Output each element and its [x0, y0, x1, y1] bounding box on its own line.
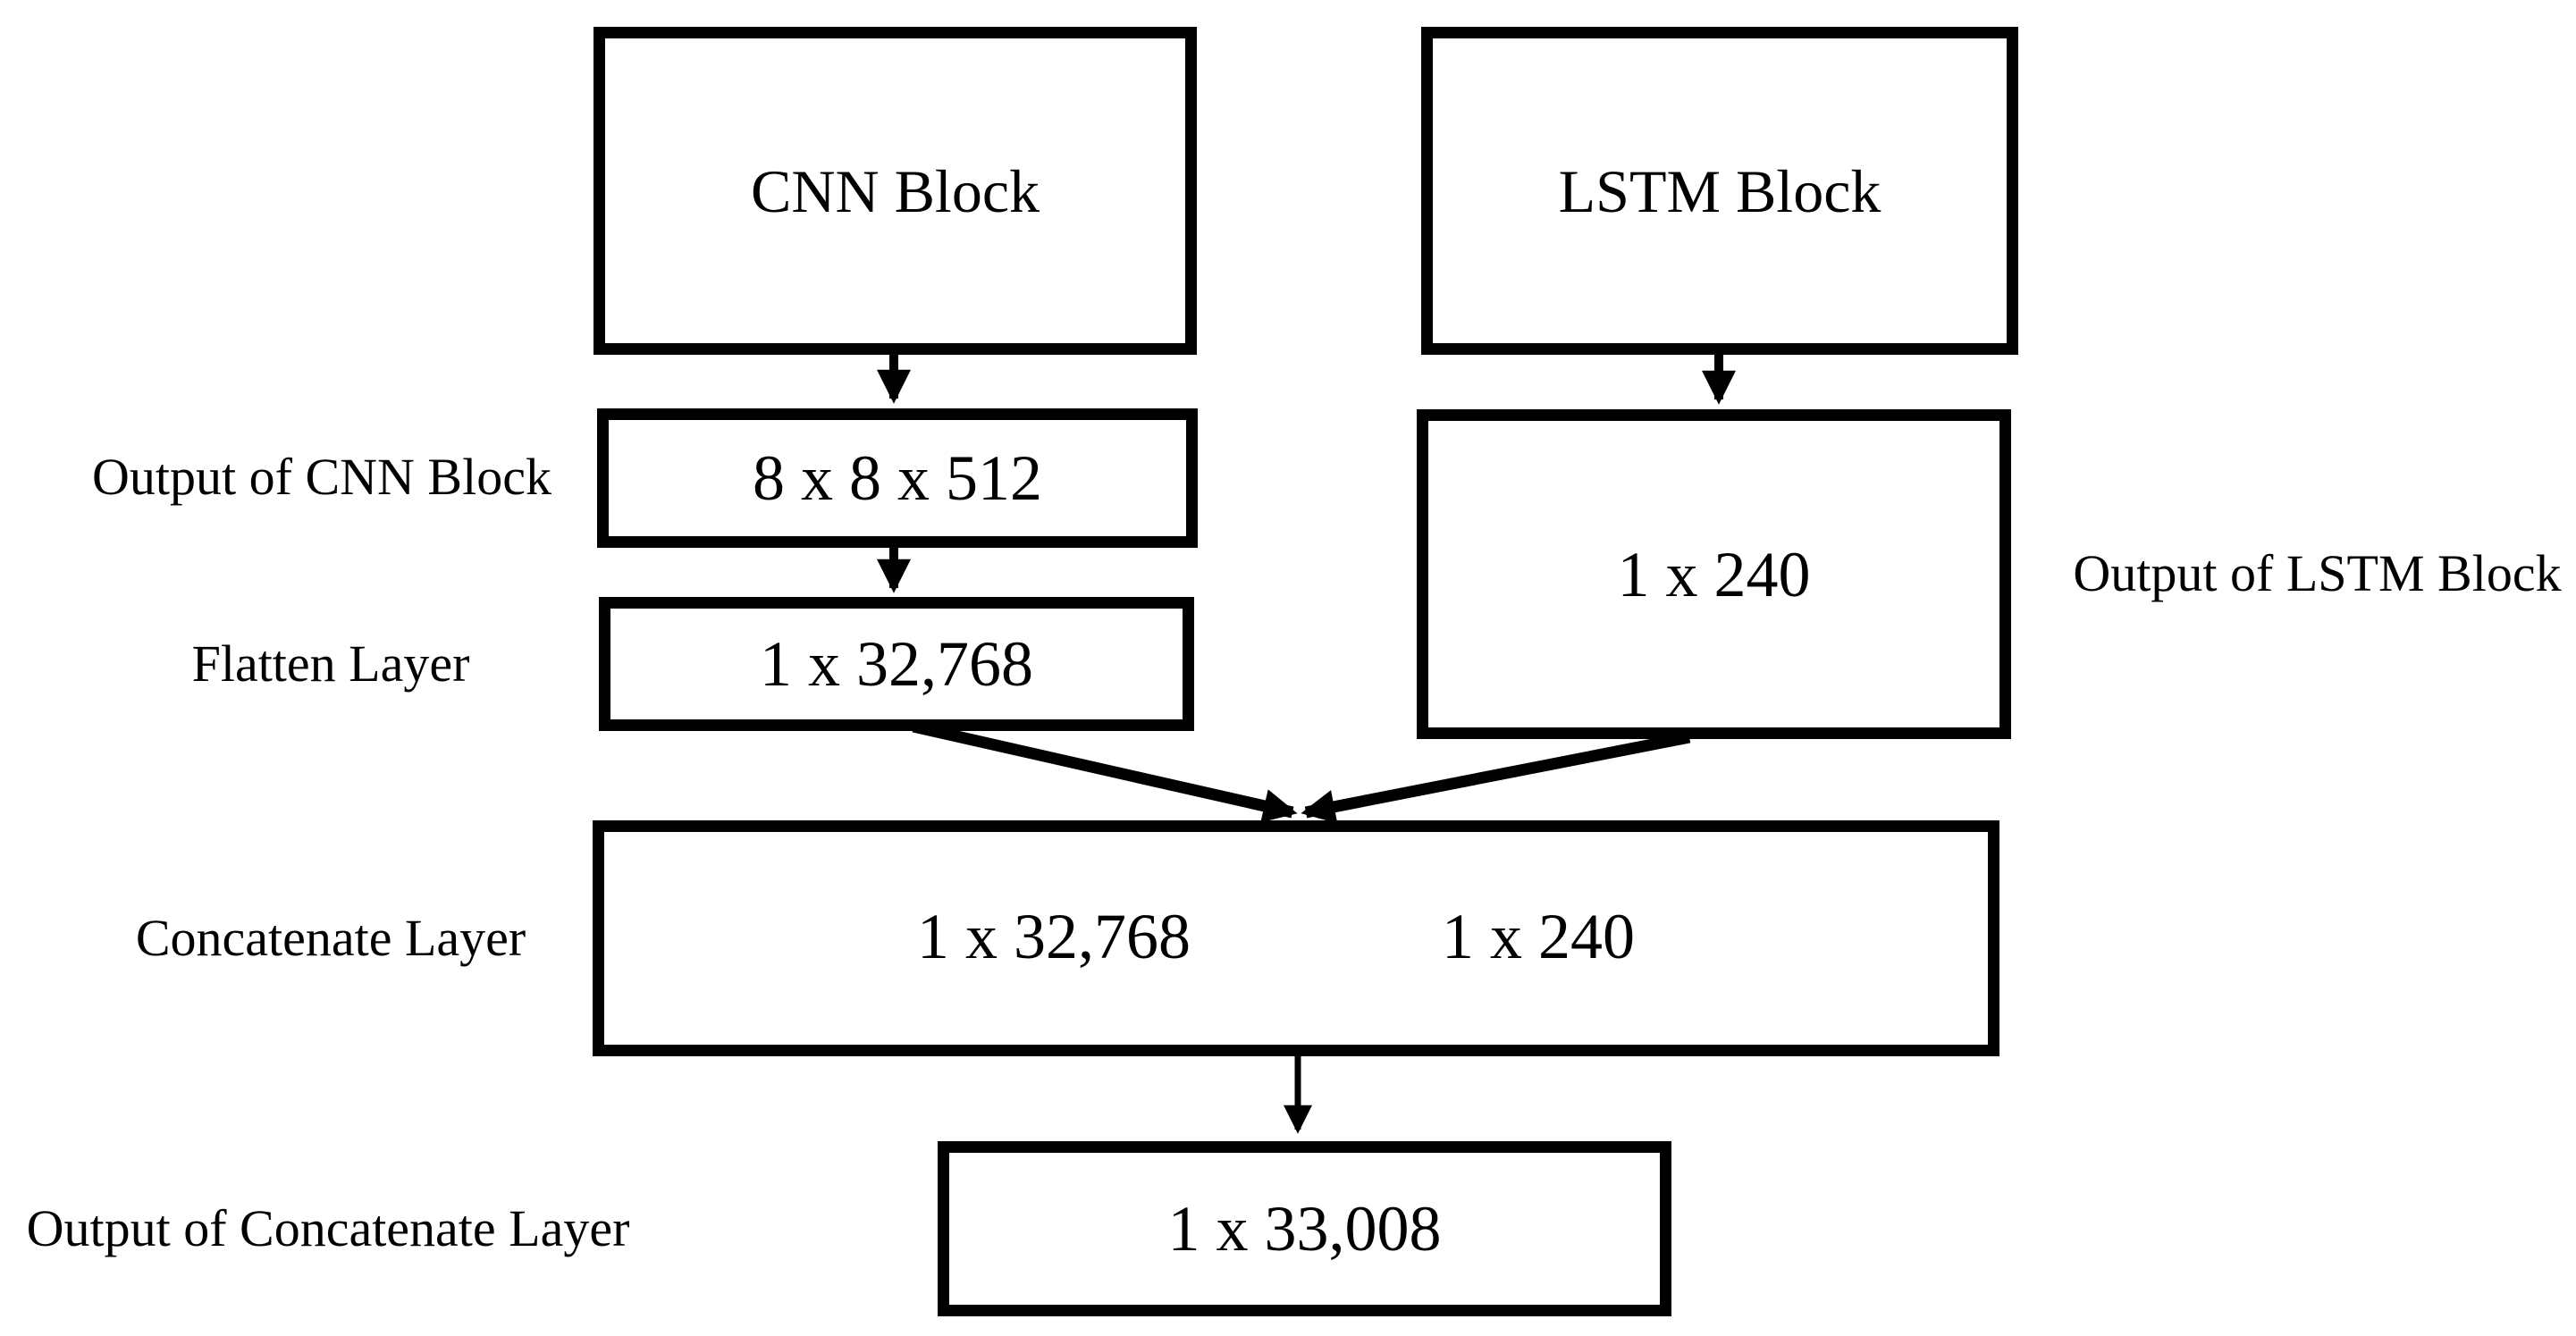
concatenate-cell-flatten: 1 x 32,768 [812, 861, 1296, 1013]
cnn-output-value: 8 x 8 x 512 [753, 442, 1042, 514]
flatten-layer-box: 1 x 32,768 [599, 597, 1194, 731]
caption-flatten-layer: Flatten Layer [191, 634, 470, 693]
cnn-block-label: CNN Block [751, 156, 1040, 225]
concatenate-output-box: 1 x 33,008 [938, 1141, 1671, 1316]
cnn-output-box: 8 x 8 x 512 [597, 408, 1198, 548]
caption-lstm-output: Output of LSTM Block [2073, 544, 2562, 602]
concatenate-cell-lstm: 1 x 240 [1296, 861, 1780, 1013]
arrow-flatten-to-concatenate [912, 720, 1298, 823]
concatenate-cell-lstm-value: 1 x 240 [1442, 901, 1635, 972]
lstm-output-value: 1 x 240 [1617, 538, 1811, 610]
lstm-block-label: LSTM Block [1558, 156, 1881, 225]
concatenate-cell-flatten-value: 1 x 32,768 [917, 901, 1191, 972]
caption-concatenate-output: Output of Concatenate Layer [26, 1199, 630, 1257]
flatten-layer-value: 1 x 32,768 [760, 628, 1033, 700]
caption-concatenate-layer: Concatenate Layer [135, 909, 526, 967]
concatenate-output-value: 1 x 33,008 [1167, 1193, 1442, 1265]
lstm-block-box: LSTM Block [1421, 27, 2018, 355]
caption-cnn-output: Output of CNN Block [92, 448, 551, 506]
arrow-lstm-output-to-concatenate [1301, 731, 1691, 824]
cnn-block-box: CNN Block [593, 27, 1197, 355]
concatenate-layer-box [593, 820, 1999, 1056]
lstm-output-box: 1 x 240 [1417, 409, 2011, 739]
